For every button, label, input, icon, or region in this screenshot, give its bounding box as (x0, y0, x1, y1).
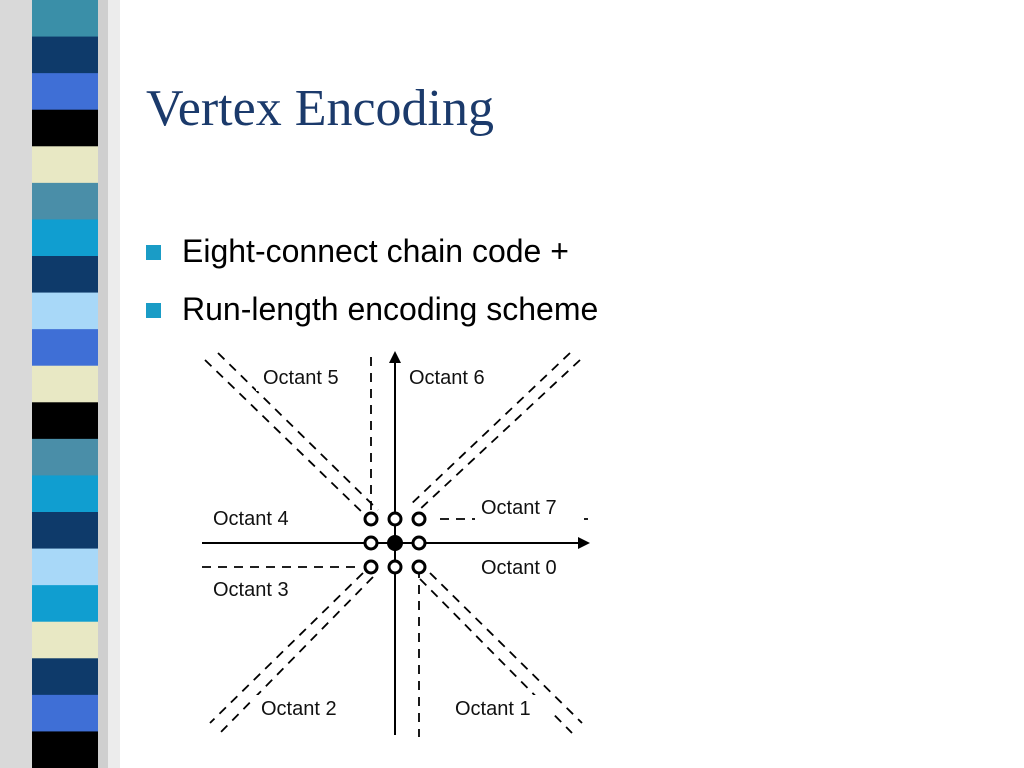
bullet-list: Eight-connect chain code + Run-length en… (146, 232, 598, 348)
neighbor-pixel (363, 559, 379, 575)
boundary-line (429, 572, 583, 724)
stripe-block (32, 256, 98, 294)
stripe-block (32, 512, 98, 550)
stripe-block (32, 0, 98, 38)
octant-5-label: Octant 5 (263, 367, 339, 389)
octant-diagram: Octant 5 Octant 6 Octant 7 Octant 4 Octa… (202, 351, 590, 737)
square-bullet-icon (146, 303, 161, 318)
stripe-block (32, 365, 98, 403)
slide-title: Vertex Encoding (146, 80, 495, 137)
stripe-block (32, 585, 98, 623)
stripe-block (32, 109, 98, 147)
center-pixel (387, 535, 403, 551)
neighbor-pixel (363, 511, 379, 527)
stripe-block (32, 658, 98, 696)
stripe-block (32, 621, 98, 659)
octant-4-label: Octant 4 (213, 508, 289, 530)
stripe-block (32, 36, 98, 74)
boundary-line (417, 359, 581, 512)
neighbor-pixel (387, 559, 403, 575)
stripe-block (32, 694, 98, 732)
neighbor-pixel (411, 535, 427, 551)
stripe-block (32, 329, 98, 367)
neighbor-pixel (387, 511, 403, 527)
square-bullet-icon (146, 245, 161, 260)
octant-7-label: Octant 7 (481, 497, 557, 519)
neighbor-pixel (411, 559, 427, 575)
stripe-block (32, 475, 98, 513)
boundary-line (407, 352, 571, 508)
boundary-line (209, 572, 364, 724)
boundary-line (204, 359, 366, 516)
bullet-item: Eight-connect chain code + (146, 232, 598, 290)
stripe-block (32, 402, 98, 440)
stripe-block (32, 548, 98, 586)
stripe-block (32, 292, 98, 330)
neighbor-pixel (411, 511, 427, 527)
bullet-text: Eight-connect chain code + (182, 233, 569, 269)
octant-3-label: Octant 3 (213, 579, 289, 601)
octant-0-label: Octant 0 (481, 557, 557, 579)
neighbor-pixel (363, 535, 379, 551)
stripe-block (32, 182, 98, 220)
boundary-line (219, 576, 374, 734)
boundary-line (217, 352, 379, 511)
stripe-block (32, 438, 98, 476)
bullet-text: Run-length encoding scheme (182, 291, 599, 327)
octant-1-label: Octant 1 (455, 698, 531, 720)
stripe-block (32, 73, 98, 111)
octant-6-label: Octant 6 (409, 367, 485, 389)
stripe-block (32, 146, 98, 184)
stripe-block (32, 731, 98, 768)
stripe-block (32, 219, 98, 257)
bullet-item: Run-length encoding scheme (146, 290, 598, 348)
octant-2-label: Octant 2 (261, 698, 337, 720)
decorative-side-stripe (0, 0, 120, 768)
